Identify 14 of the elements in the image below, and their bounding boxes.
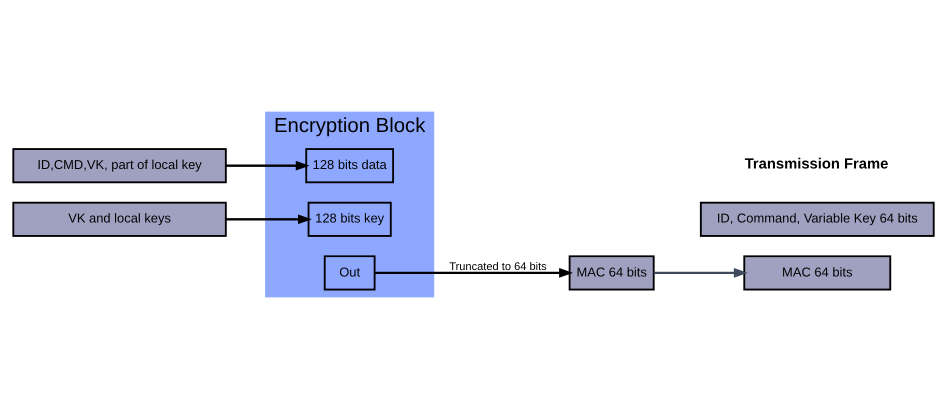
node-box: ID,CMD,VK, part of local key <box>12 148 227 183</box>
node-box: VK and local keys <box>12 201 227 236</box>
arrow <box>654 268 748 278</box>
arrow <box>374 268 573 278</box>
node-box: 128 bits key <box>308 201 392 236</box>
arrow <box>226 160 310 170</box>
node-box: ID, Command, Variable Key 64 bits <box>700 201 935 236</box>
arrow <box>226 214 312 224</box>
edge-label: Truncated to 64 bits <box>449 260 547 272</box>
node-box: MAC 64 bits <box>568 254 655 290</box>
node-box: 128 bits data <box>305 148 394 183</box>
label: Transmission Frame <box>744 156 888 172</box>
node-box: Out <box>324 254 376 290</box>
node-box: MAC 64 bits <box>743 254 892 290</box>
